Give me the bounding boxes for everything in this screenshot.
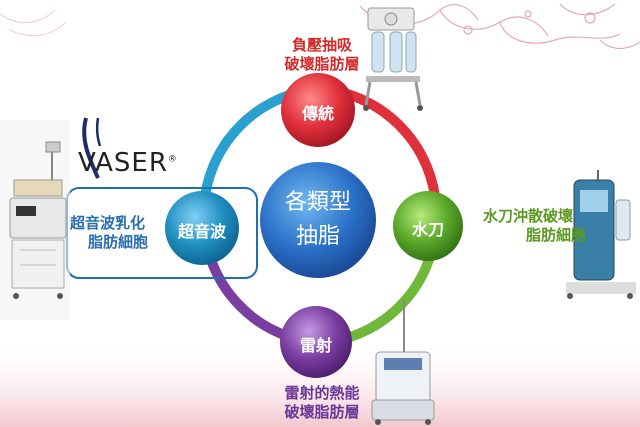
annotation-left-line2: 脂肪細胞 <box>87 233 148 251</box>
vaser-logo-text: VASER <box>78 148 168 178</box>
center-label-line2: 抽脂 <box>295 224 340 249</box>
center-circle <box>260 162 376 278</box>
vaser-logo: VASER® <box>78 148 178 178</box>
annotation-right-line2: 脂肪細胞 <box>525 226 586 244</box>
vaser-logo-registered: ® <box>167 154 178 165</box>
node-top-label: 傳統 <box>301 104 334 123</box>
center-label-line1: 各類型 <box>284 190 351 215</box>
annotation-bottom: 雷射的熱能 破壞脂肪層 <box>262 384 382 422</box>
node-top <box>281 73 355 147</box>
node-bottom-label: 雷射 <box>299 336 332 355</box>
annotation-left-line1: 超音波乳化 <box>70 214 146 232</box>
annotation-right: 水刀沖散破壞 脂肪細胞 <box>470 207 586 245</box>
suction-device-image <box>363 7 423 111</box>
vaser-device-image <box>0 120 70 320</box>
annotation-top: 負壓抽吸 破壞脂肪層 <box>262 36 382 74</box>
annotation-left: 超音波乳化 脂肪細胞 <box>70 214 166 252</box>
annotation-top-line2: 破壞脂肪層 <box>284 55 360 73</box>
node-right-label: 水刀 <box>411 220 444 239</box>
annotation-right-line1: 水刀沖散破壞 <box>482 207 573 225</box>
annotation-top-line1: 負壓抽吸 <box>291 36 352 54</box>
annotation-bottom-line1: 雷射的熱能 <box>284 384 360 402</box>
waterjet-device-image <box>566 170 636 299</box>
node-right <box>393 191 463 261</box>
floral-decoration-left <box>0 9 67 36</box>
node-left-label: 超音波 <box>177 222 226 241</box>
node-left <box>165 191 239 265</box>
vaser-logo-mark <box>82 117 102 179</box>
center-label: 各類型 抽脂 <box>258 186 378 254</box>
laser-device-image <box>371 300 435 425</box>
annotation-bottom-line2: 破壞脂肪層 <box>284 403 360 421</box>
node-bottom <box>280 306 352 378</box>
